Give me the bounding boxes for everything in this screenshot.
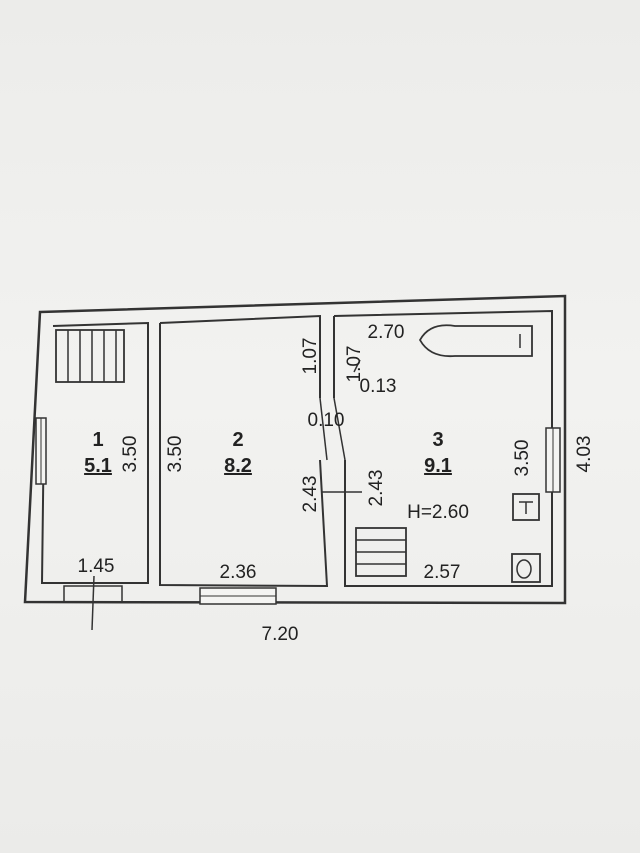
partition-door-line: [333, 397, 346, 461]
total-width-label: 7.20: [262, 624, 299, 645]
outer-wall-outline: [23, 294, 567, 605]
room-2-lower-segment-label: 2.43: [300, 476, 321, 513]
window-left: [35, 417, 47, 485]
room-2-area: 8.2: [224, 455, 252, 477]
room-2-left-height-label: 3.50: [165, 436, 186, 473]
room-3-offset-label: 0.13: [360, 376, 397, 397]
room-1-width-label: 1.45: [78, 556, 115, 577]
sink: [512, 493, 540, 521]
room-3-top-width-label: 2.70: [368, 322, 405, 343]
leader-line: [353, 359, 361, 373]
room-2-upper-segment-label: 1.07: [300, 338, 321, 375]
bathtub: [418, 324, 533, 358]
partition-door-line: [319, 397, 328, 461]
room-1-inner-wall: [40, 321, 149, 584]
room-3-number: 3: [432, 429, 443, 451]
stairs-room-3: [355, 527, 407, 577]
room-3-area: 9.1: [424, 455, 452, 477]
room-3-lower-segment-label: 2.43: [366, 470, 387, 507]
partition-thickness-label: 0.10: [308, 410, 345, 431]
room-1-number: 1: [92, 429, 103, 451]
stairs-room-1: [55, 329, 125, 383]
window-bottom: [199, 587, 277, 605]
toilet: [511, 553, 541, 583]
room-3-inner-wall: [333, 309, 553, 587]
entry-door: [63, 575, 123, 631]
room-2-number: 2: [232, 429, 243, 451]
room-2-inner-wall: [159, 314, 329, 588]
room-1-area: 5.1: [84, 455, 112, 477]
ceiling-height-label: H=2.60: [407, 502, 469, 523]
total-height-label: 4.03: [574, 436, 595, 473]
room-1-height-label: 3.50: [120, 436, 141, 473]
room-2-width-label: 2.36: [220, 562, 257, 583]
room-3-bottom-width-label: 2.57: [424, 562, 461, 583]
room-3-height-label: 3.50: [512, 440, 533, 477]
window-right: [545, 427, 561, 493]
room-3-upper-segment-label: 1.07: [344, 346, 365, 383]
